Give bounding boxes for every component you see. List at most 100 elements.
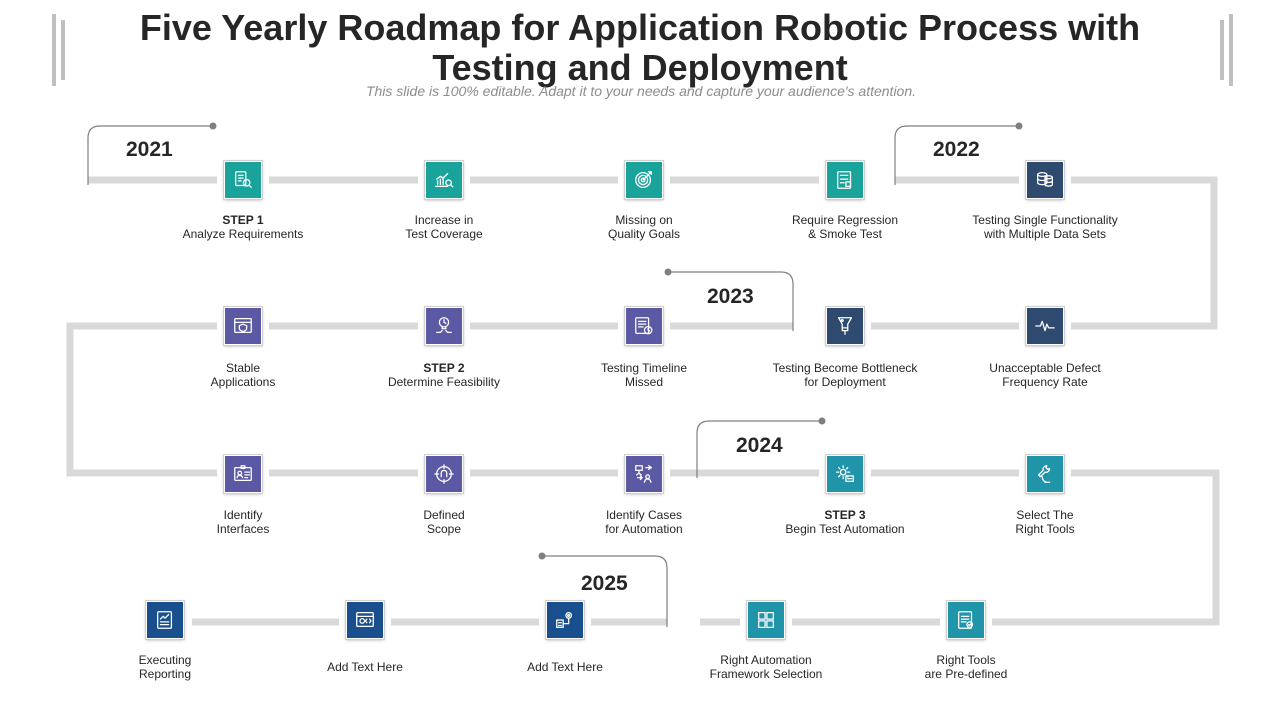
year-bracket-2024: [696, 420, 822, 478]
step-text-line: Identify Cases: [605, 508, 683, 522]
step-icon-box: [224, 161, 262, 199]
step-text-line: Interfaces: [216, 522, 270, 536]
step-icon-box: [625, 307, 663, 345]
step-icon-box: [625, 455, 663, 493]
workflow-icon: [635, 465, 652, 483]
step-text-line: Add Text Here: [327, 660, 403, 674]
step-text-line: Reporting: [138, 667, 192, 681]
step-text-line: Executing: [138, 653, 192, 667]
step-icon-box: [826, 455, 864, 493]
year-bracket-dot-2021: [209, 122, 217, 130]
step-number: STEP 3: [824, 508, 866, 522]
year-label-2025: 2025: [581, 572, 628, 595]
step-node: [418, 159, 470, 201]
step-text-line: Testing Become Bottleneck: [772, 361, 918, 375]
step-node: [217, 159, 269, 201]
step-node: [940, 599, 992, 641]
step-icon-box: [625, 161, 663, 199]
year-label-2023: 2023: [707, 285, 754, 308]
step-text-line: Right Tools: [936, 653, 996, 667]
automation-gear-icon: [836, 465, 854, 482]
step-node: [539, 599, 591, 641]
step-node: [339, 599, 391, 641]
step-icon-box: [425, 161, 463, 199]
settings-flow-icon: [556, 612, 573, 628]
step-text-line: Right Automation: [720, 653, 812, 667]
page-subtitle: This slide is 100% editable. Adapt it to…: [365, 83, 917, 99]
timeline-clock-icon: [635, 317, 653, 335]
step-text-line: Scope: [426, 522, 462, 536]
step-node: [740, 599, 792, 641]
step-text-line: Test Coverage: [405, 227, 483, 241]
step-text-line: for Deployment: [804, 375, 886, 389]
step-icon-box: [146, 601, 184, 639]
step-text-line: Right Tools: [1015, 522, 1075, 536]
step-text-line: Frequency Rate: [1002, 375, 1088, 389]
step-text-line: Determine Feasibility: [387, 375, 501, 389]
year-bracket-dot-2025: [538, 552, 546, 560]
step-icon-box: [224, 455, 262, 493]
step-text-line: with Multiple Data Sets: [983, 227, 1107, 241]
step-icon-box: [546, 601, 584, 639]
step-node: [819, 453, 871, 495]
step-text-line: Increase in: [414, 213, 474, 227]
step-node: [819, 159, 871, 201]
step-label: Require Regression& Smoke Test: [755, 213, 935, 241]
year-bracket-2022: [894, 125, 1019, 185]
framework-grid-icon: [758, 612, 774, 628]
step-icon-box: [224, 307, 262, 345]
step-text-line: Defined: [423, 508, 465, 522]
step-node: [217, 305, 269, 347]
step-text-line: Missed: [624, 375, 663, 389]
step-node: [1019, 305, 1071, 347]
step-text-line: Applications: [210, 375, 276, 389]
year-bracket-2021: [87, 125, 213, 185]
step-node: [618, 305, 670, 347]
year-label-2024: 2024: [736, 434, 783, 457]
idea-gear-icon: [436, 317, 452, 334]
year-label-2021: 2021: [126, 138, 173, 161]
step-text-line: Quality Goals: [607, 227, 681, 241]
step-icon-box: [1026, 455, 1064, 493]
step-icon-box: [747, 601, 785, 639]
step-node: [1019, 453, 1071, 495]
step-number: STEP 2: [423, 361, 465, 375]
report-icon: [235, 171, 252, 188]
pulse-icon: [1035, 320, 1055, 332]
bar-chart-search-icon: [435, 172, 454, 188]
step-text-line: for Automation: [605, 522, 683, 536]
step-node: [618, 453, 670, 495]
step-text-line: Missing on: [615, 213, 673, 227]
step-icon-box: [425, 307, 463, 345]
step-label: Add Text Here: [475, 660, 655, 674]
step-text-line: Add Text Here: [527, 660, 603, 674]
step-icon-box: [826, 307, 864, 345]
step-text-line: Stable: [225, 361, 261, 375]
step-icon-box: [425, 455, 463, 493]
step-node: [618, 159, 670, 201]
step-text-line: Begin Test Automation: [785, 522, 905, 536]
track-segment-2023: [66, 322, 793, 477]
year-bracket-2025: [542, 555, 668, 627]
year-bracket-dot-2024: [818, 417, 826, 425]
test-panel-icon: [837, 171, 852, 189]
id-card-icon: [234, 465, 252, 482]
step-icon-box: [1026, 307, 1064, 345]
step-text-line: Select The: [1016, 508, 1074, 522]
step-text-line: Identify: [223, 508, 263, 522]
step-text-line: Unacceptable Defect: [989, 361, 1101, 375]
